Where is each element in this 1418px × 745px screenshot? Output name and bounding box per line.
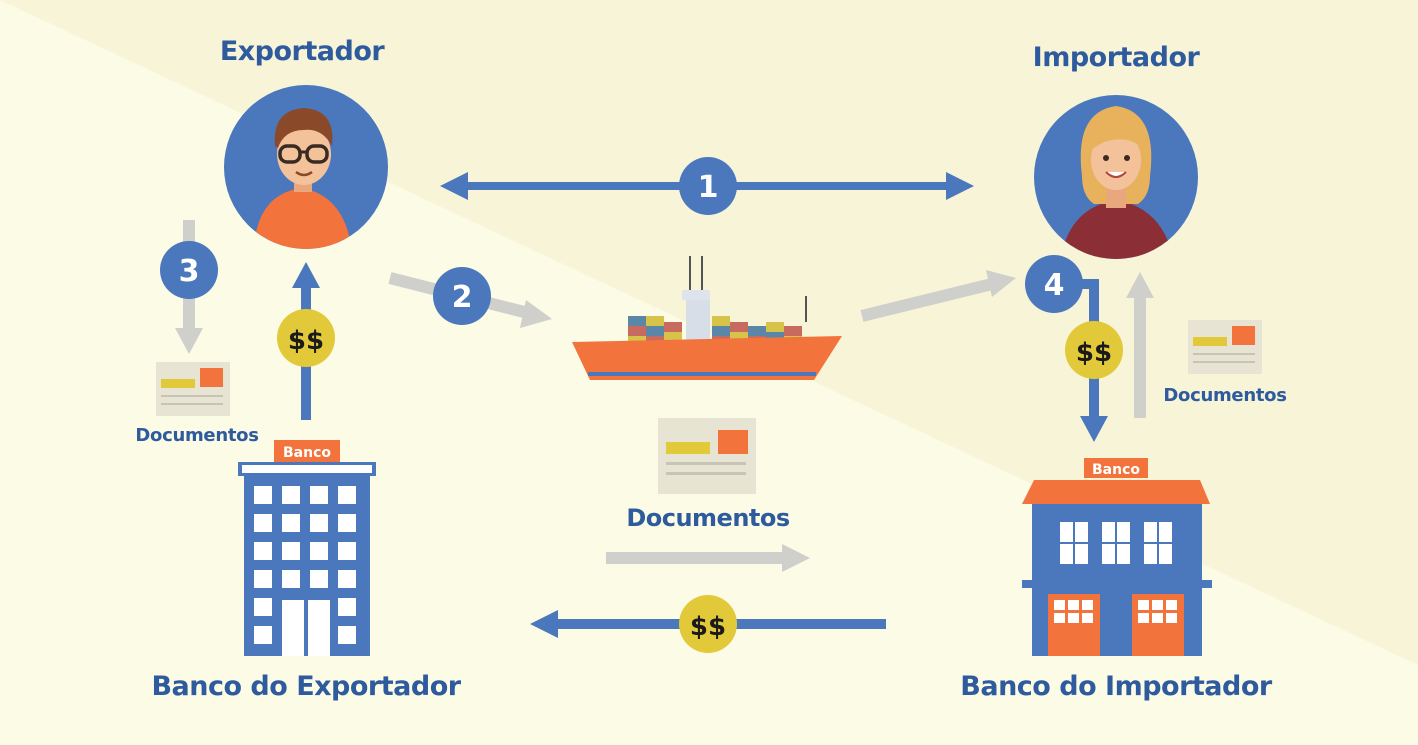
bank-sign-label: Banco (283, 445, 331, 461)
ship-to-importer-arrow (860, 270, 1016, 322)
money-coin-icon: $$ (277, 309, 335, 367)
money-symbol-importer: $$ (1076, 338, 1112, 368)
step-2-badge: 2 (433, 267, 491, 325)
exporter-bank-title: Banco do Exportador (151, 671, 461, 702)
step-1-number: 1 (698, 170, 719, 205)
bank-sign (1084, 458, 1148, 478)
step-4-badge: 4 (1025, 255, 1083, 313)
bank-sign-label: Banco (1092, 462, 1140, 478)
bank-sign (274, 440, 340, 462)
document-icon (156, 362, 230, 416)
step-3-number: 3 (179, 254, 200, 289)
document-icon (658, 418, 756, 494)
ship-icon (572, 256, 842, 380)
document-icon (1188, 320, 1262, 374)
step-4-number: 4 (1044, 268, 1065, 303)
importer-bank-title: Banco do Importador (960, 671, 1272, 702)
documents-right-label: Documentos (1163, 385, 1287, 406)
money-coin-icon: $$ (679, 595, 737, 653)
woman-avatar-icon (1034, 95, 1198, 259)
bank-building-icon: Banco (1022, 458, 1212, 656)
step-1-badge: 1 (679, 157, 737, 215)
documents-to-importer-arrow (1126, 272, 1154, 418)
money-symbol-exporter: $$ (288, 326, 324, 356)
step-3-badge: 3 (160, 241, 218, 299)
importer-title: Importador (1032, 42, 1200, 73)
exporter-title: Exportador (219, 36, 385, 67)
documents-left-label: Documentos (135, 425, 259, 446)
documents-center-label: Documentos (626, 504, 790, 532)
bank-building-icon: Banco (238, 440, 376, 656)
man-avatar-icon (224, 85, 388, 249)
money-coin-icon: $$ (1065, 321, 1123, 379)
documents-transfer-arrow (606, 544, 810, 572)
money-symbol-center: $$ (690, 612, 726, 642)
step-2-number: 2 (452, 280, 473, 315)
